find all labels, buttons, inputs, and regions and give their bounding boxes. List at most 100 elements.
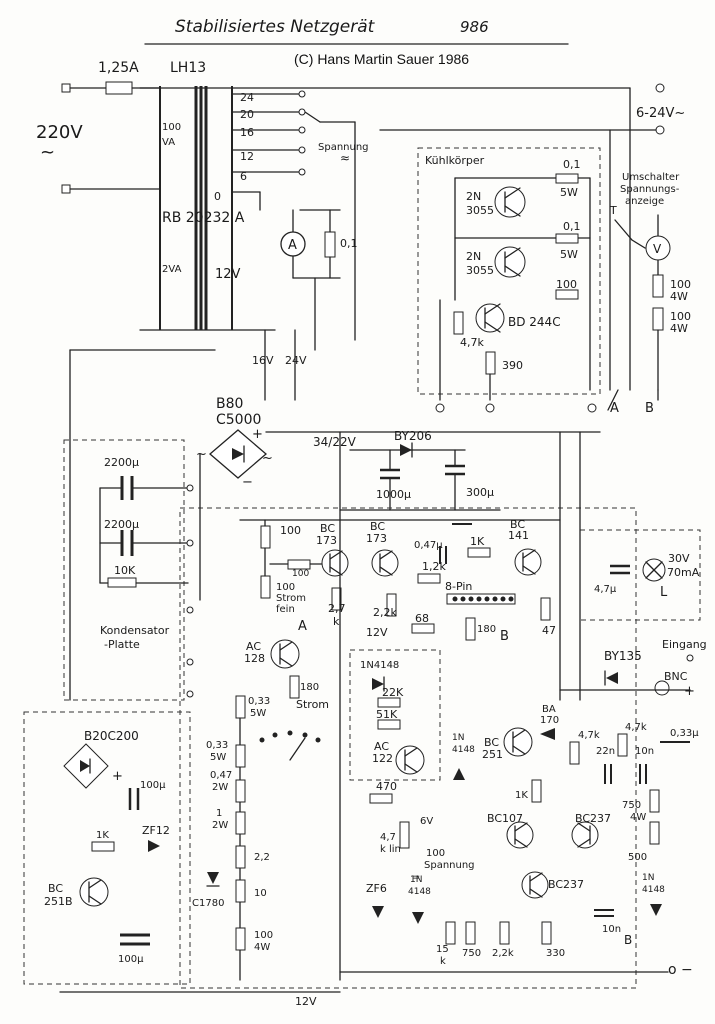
c047-value: 0,47µ	[414, 540, 443, 551]
r47-value: 47	[542, 624, 556, 637]
resistor-10k	[107, 577, 137, 588]
diode-ba170	[540, 728, 555, 740]
r180-top-value: 180	[477, 624, 496, 635]
bc173-2-type: BC	[370, 520, 385, 533]
r330-value: 330	[546, 948, 565, 959]
resistor-750	[465, 921, 476, 945]
ac122-type: AC	[374, 740, 389, 753]
r2k2-bottom-value: 2,2k	[492, 948, 514, 959]
c10n-a-value: 10n	[635, 746, 654, 757]
resistor-15k	[445, 921, 456, 945]
resistor-180-strom	[289, 675, 300, 699]
connector-8pin-label: 8-Pin	[445, 580, 472, 593]
mains-voltage: 220V	[36, 122, 83, 143]
zener-zf6	[372, 906, 384, 918]
r1k-top-value: 1K	[470, 535, 485, 548]
input-label: Eingang	[662, 638, 707, 651]
r100-4w-power: 4W	[254, 942, 270, 953]
heatsink-connector-1	[435, 403, 445, 413]
svg-text:20: 20	[240, 108, 254, 121]
c1000-value: 1000µ	[376, 488, 411, 501]
transformer-power-unit: VA	[162, 137, 175, 148]
r100-hs-value: 100	[556, 278, 577, 291]
resistor-2r2	[235, 845, 246, 869]
copyright: (C) Hans Martin Sauer 1986	[294, 51, 469, 67]
resistor-4k7-heatsink	[453, 311, 464, 335]
diode-right-label-1: 1N	[642, 873, 654, 883]
r1-value: 1	[216, 808, 222, 819]
r1-power: 2W	[212, 820, 228, 831]
control-board	[179, 507, 637, 989]
zener-zf12-label: ZF12	[142, 824, 170, 837]
r750-4w-value: 750	[622, 800, 641, 811]
meter-switch-label-3: anzeige	[625, 196, 664, 207]
r047-value: 0,47	[210, 770, 232, 781]
connector-b-bottom: B	[624, 933, 632, 947]
bridge-rating: C5000	[216, 412, 261, 428]
c2200-2-value: 2200µ	[104, 518, 139, 531]
bc173-2-number: 173	[366, 532, 387, 545]
r2k2-top-value: 2,2k	[373, 606, 397, 619]
diode-1n4148-right	[650, 904, 662, 916]
r033a-value: 0,33	[248, 696, 270, 707]
t1-number: 3055	[466, 204, 494, 217]
ba170-type: BA	[542, 704, 556, 715]
resistor-22k	[377, 697, 401, 708]
rv1-power: 4W	[670, 290, 688, 303]
ammeter-symbol: A	[288, 238, 297, 253]
voltage-switch-label: Spannung	[318, 142, 369, 153]
r033b-value: 0,33	[206, 740, 228, 751]
label-16v: 16V	[252, 354, 274, 367]
transistor-bc173-1	[321, 549, 349, 577]
bc251b-number: 251B	[44, 895, 73, 908]
diode-1n4148-bottom	[412, 912, 424, 924]
resistor-2k2-bottom	[499, 921, 510, 945]
r033a-power: 5W	[250, 708, 266, 719]
pot-4k7-taper: k lin	[380, 844, 401, 855]
diode-1n4148-top	[372, 678, 384, 690]
transistor-bc107	[506, 821, 534, 849]
bc173-1-number: 173	[316, 534, 337, 547]
current-range-switch	[259, 730, 321, 761]
bc237-2-label: BC237	[548, 878, 584, 891]
r750-value: 750	[462, 948, 481, 959]
lamp-voltage: 30V	[668, 552, 690, 565]
resistor-0r47	[235, 779, 246, 803]
pot-4k7-value: 4,7	[380, 832, 396, 843]
pot-100-voltage-label: Spannung	[424, 860, 475, 871]
diode-1n4148-mid	[453, 768, 465, 780]
connector-a-mid: A	[298, 619, 307, 634]
c4u7-value: 4,7µ	[594, 584, 617, 595]
by206-label: BY206	[394, 429, 432, 443]
heatsink-connector-3	[587, 403, 597, 413]
zener-c17v	[207, 872, 219, 884]
svg-text:24: 24	[240, 91, 254, 104]
diode-bottom-label-1: 1N	[410, 875, 422, 885]
r2k7-value-2: k	[333, 615, 340, 628]
r1k-mid-value: 1K	[515, 790, 528, 801]
t2-type: 2N	[466, 250, 481, 263]
r100-base-value: 100	[292, 569, 309, 579]
mains-terminal-1	[61, 83, 71, 93]
resistor-1k-aux	[91, 841, 115, 852]
label-12v-bottom: 12V	[295, 995, 317, 1008]
zener-zf12	[148, 840, 160, 852]
voltage-ref-area	[349, 649, 441, 781]
heatsink-area	[417, 147, 601, 395]
resistor-1r	[235, 811, 246, 835]
r68-value: 68	[415, 612, 429, 625]
capacitor-board	[63, 439, 185, 701]
voltmeter-series-resistor-2	[652, 307, 664, 331]
shunt-resistor	[324, 231, 336, 258]
svg-text:16: 16	[240, 126, 254, 139]
aux-winding-power: 2VA	[162, 264, 182, 275]
mains-terminal-2	[61, 184, 71, 194]
resistor-4k7-b	[617, 733, 628, 757]
output-range: 6-24V~	[636, 106, 685, 121]
bc251-number: 251	[482, 748, 503, 761]
connector-b-mid: B	[500, 629, 509, 644]
bnc-label: BNC	[664, 670, 688, 683]
r2r2-value: 2,2	[254, 852, 270, 863]
r4k7b-value: 4,7k	[625, 722, 647, 733]
